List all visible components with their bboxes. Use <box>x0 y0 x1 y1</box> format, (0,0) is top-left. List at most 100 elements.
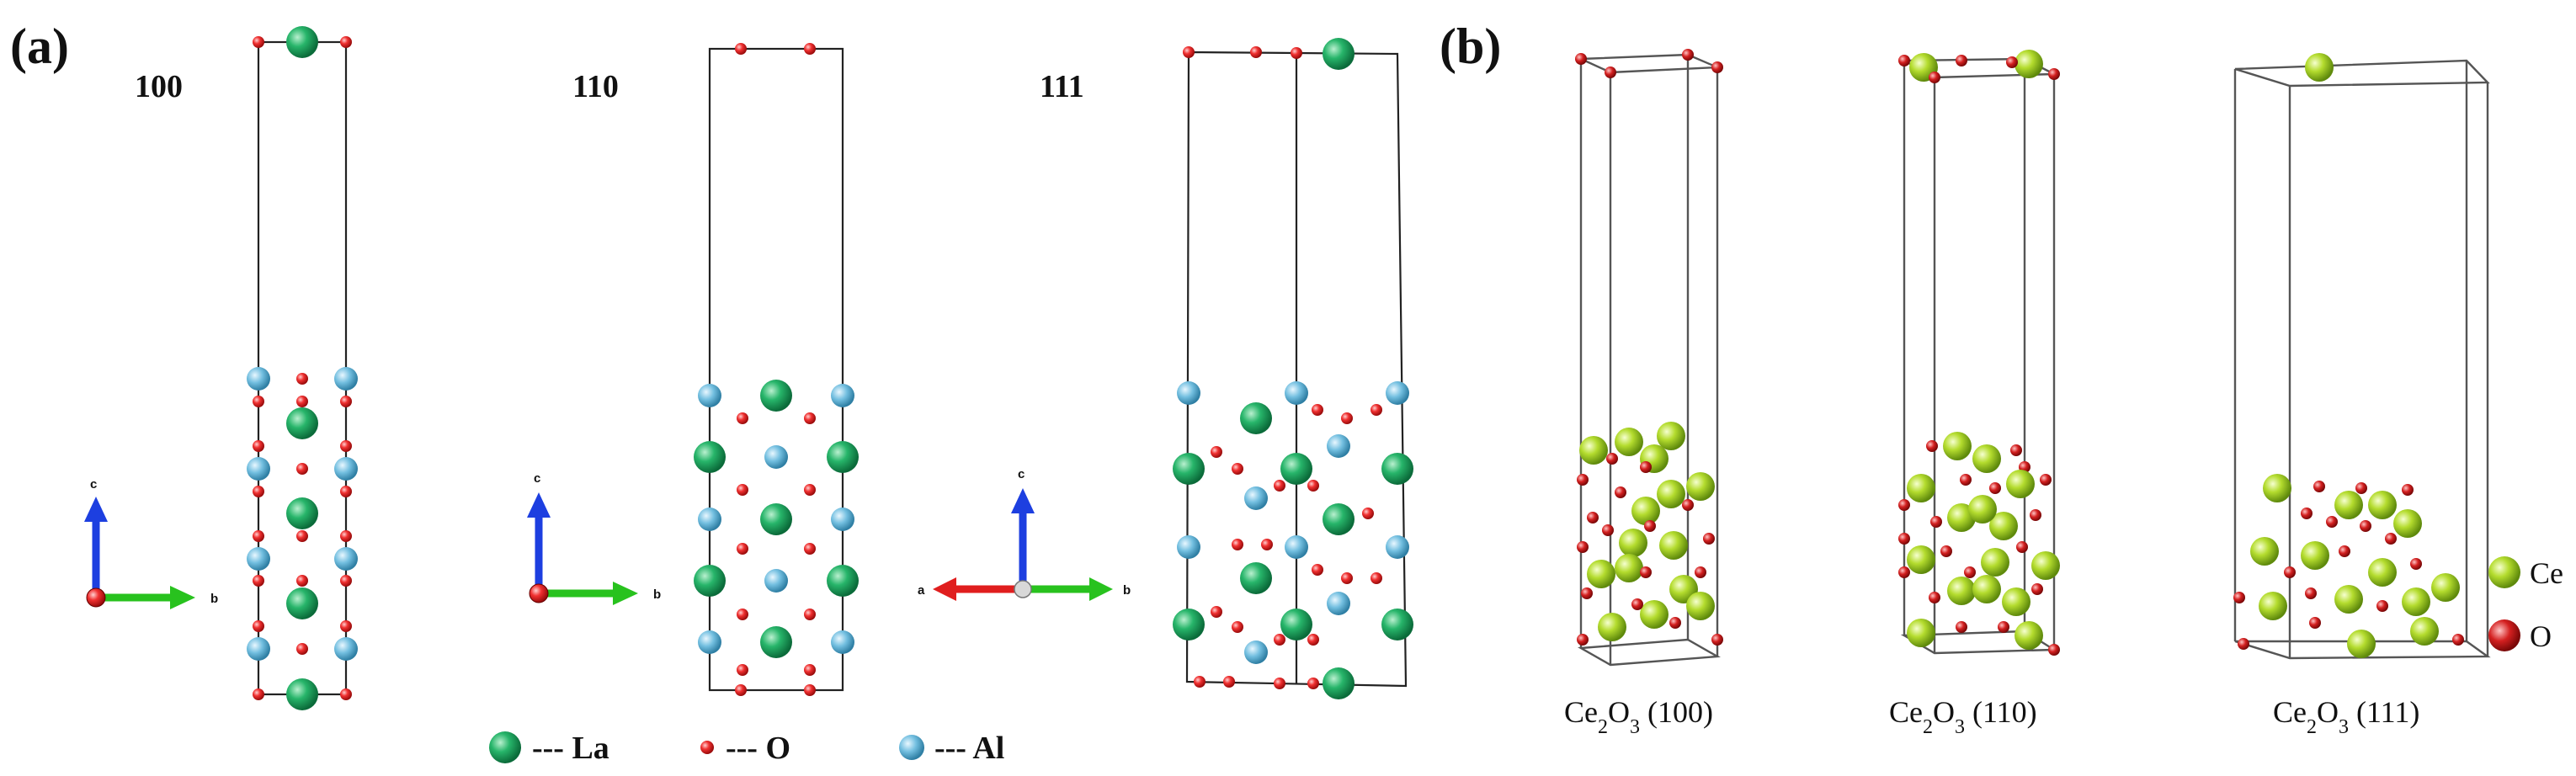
o-atom <box>1307 480 1319 492</box>
o-atom <box>1577 634 1589 646</box>
o-atom <box>1930 516 1942 528</box>
ce-atom <box>1587 560 1615 588</box>
al-atom <box>1327 434 1350 458</box>
la-atom <box>1381 453 1413 485</box>
o-atom <box>296 530 308 542</box>
o-atom <box>2339 545 2350 557</box>
al-atom <box>1327 592 1350 615</box>
o-atom <box>2410 558 2422 570</box>
ce-atom <box>1943 432 1972 460</box>
ce-atom <box>2334 585 2363 614</box>
o-atom <box>2452 634 2464 646</box>
ce-atom <box>1686 592 1715 620</box>
o-atom <box>1640 461 1652 473</box>
ce-atom <box>2250 537 2279 566</box>
o-atom <box>1682 49 1694 61</box>
la-atom <box>1240 402 1272 434</box>
o-atom <box>1362 508 1374 519</box>
cell-top <box>2234 59 2490 88</box>
ce-atom <box>1659 531 1688 560</box>
o-atom <box>1307 678 1319 689</box>
ce-atom <box>1615 428 1643 456</box>
o-atom <box>1898 55 1910 66</box>
o-atom <box>2010 444 2022 456</box>
o-atom <box>1998 621 2009 633</box>
cell-bottom <box>2234 640 2491 660</box>
ce-atom <box>1981 548 2009 577</box>
o-atom <box>296 575 308 587</box>
ce-atom <box>2347 630 2376 658</box>
o-atom <box>737 412 748 424</box>
origin-dot <box>1014 580 1032 598</box>
al-atom <box>1177 535 1200 559</box>
o-atom <box>1940 545 1952 557</box>
la-atom <box>1280 453 1312 485</box>
o-atom <box>340 530 352 542</box>
ce-atom <box>2263 474 2291 502</box>
al-atom <box>831 630 854 654</box>
o-atom <box>1964 566 1976 578</box>
o-atom <box>2030 509 2041 521</box>
o-atom <box>296 643 308 655</box>
b-axis-arrowhead <box>170 586 195 609</box>
o-atom <box>1274 678 1285 689</box>
ce-atom <box>2006 470 2035 498</box>
ce-atom <box>2014 621 2043 650</box>
b-axis-arrowhead <box>1089 577 1113 601</box>
la-atom <box>1173 453 1205 485</box>
o-atom <box>253 530 264 542</box>
o-atom <box>804 664 816 676</box>
o-atom <box>804 43 816 55</box>
al-atom <box>698 384 721 407</box>
facet-label-110: 110 <box>572 69 619 104</box>
o-atom <box>1711 61 1723 73</box>
o-atom <box>340 688 352 700</box>
cell-ce2o3-110 <box>1898 50 2060 656</box>
o-atom <box>1581 587 1593 599</box>
o-atom <box>1587 512 1599 524</box>
facet-label-100: 100 <box>135 69 183 104</box>
al-atom <box>698 630 721 654</box>
o-atom <box>2238 638 2249 650</box>
la-atom <box>286 407 318 439</box>
o-atom <box>1640 566 1652 578</box>
o-atom <box>340 620 352 632</box>
la-atom <box>286 497 318 529</box>
axis-triad-111: c a b <box>918 467 1131 601</box>
legend-a: --- La --- O --- Al <box>489 731 1004 766</box>
cell-ce2o3-111 <box>2233 53 2491 660</box>
unit-cell-110 <box>708 47 844 692</box>
ce-atom <box>2368 491 2397 519</box>
o-atom <box>340 36 352 48</box>
la-atom <box>286 678 318 710</box>
c-axis-arrowhead <box>1011 488 1035 513</box>
ce-atom <box>1615 554 1643 582</box>
caption-ce2o3-111: Ce2O3 (111) <box>2273 695 2419 738</box>
ce-atom <box>1972 575 2001 603</box>
al-atom <box>334 457 358 481</box>
slab-110 <box>694 43 859 696</box>
al-atom <box>334 637 358 661</box>
o-atom <box>1250 46 1262 58</box>
o-atom <box>1956 621 1967 633</box>
o-atom <box>253 620 264 632</box>
o-atom <box>253 396 264 407</box>
caption-ce2o3-100: Ce2O3 (100) <box>1564 695 1713 738</box>
o-atom <box>1602 524 1614 536</box>
cell-bottom <box>1578 638 1721 667</box>
o-atom <box>2301 508 2313 519</box>
al-atom <box>1177 381 1200 405</box>
o-atom <box>2326 516 2338 528</box>
o-atom <box>1261 539 1273 550</box>
o-atom <box>2006 56 2018 68</box>
o-atom <box>1211 446 1222 458</box>
panel-b-label: (b) <box>1440 19 1501 74</box>
o-atom <box>1291 47 1302 59</box>
o-atom <box>1211 606 1222 618</box>
ce-legend-swatch <box>2488 556 2520 588</box>
o-legend-swatch <box>700 741 714 754</box>
b-axis-arrowhead <box>613 582 638 605</box>
o-atom <box>1274 634 1285 646</box>
o-atom <box>1370 404 1382 416</box>
